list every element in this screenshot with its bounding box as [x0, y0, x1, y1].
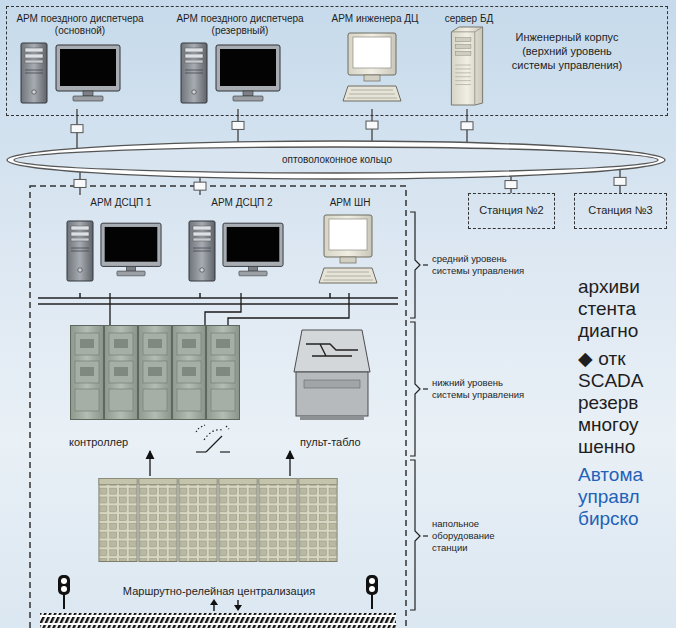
traffic-signal [58, 575, 70, 609]
control-panel-icon [294, 330, 370, 420]
node-label: оптоволоконное кольцо [6, 154, 668, 166]
level-label: напольное оборудование станции [432, 518, 532, 554]
network-switch [366, 121, 378, 129]
workstation: АРМ ДСЦП 2 [182, 195, 302, 293]
network-switch [71, 125, 83, 133]
local-bus [38, 293, 398, 304]
node-label: АРМ поездного диспетчера (резервный) [169, 11, 311, 37]
relay-cabinets [99, 478, 337, 561]
network-switch [461, 122, 473, 130]
node-label: Маршрутно-релейная централизация [90, 585, 348, 598]
switch-symbol [196, 425, 230, 452]
side-text: бирско [578, 508, 639, 530]
track-arrows [210, 599, 242, 611]
controller: контроллер [65, 325, 245, 451]
side-text: резерв [578, 392, 638, 414]
station-box: Станция №2 [468, 193, 555, 229]
side-text: архиви [578, 276, 640, 298]
node-label: АРМ ШН [302, 195, 398, 209]
side-text: многоу [578, 414, 639, 436]
node-label: контроллер [69, 436, 128, 449]
node-label: АРМ инженера ДЦ [319, 11, 431, 25]
network-switch [505, 181, 517, 189]
level-label: средний уровень системы управления [432, 253, 532, 277]
workstation: АРМ ШН [302, 195, 398, 293]
control-panel: пульт-табло [278, 325, 386, 451]
side-text: SCADA [578, 370, 643, 392]
node-label: Станция №2 [469, 194, 554, 217]
network-switch [232, 121, 244, 129]
station-computer-icons [67, 215, 377, 283]
side-text: управл [578, 486, 640, 508]
database-server: сервер БД [433, 11, 505, 109]
computer-icons [21, 27, 483, 105]
workstation: АРМ инженера ДЦ [319, 11, 431, 109]
station-frame [30, 186, 406, 628]
node-label: АРМ поездного диспетчера (основной) [9, 11, 151, 37]
fiber-ring: оптоволоконное кольцо [6, 140, 668, 180]
network-switch [194, 182, 206, 190]
traffic-signal [366, 575, 378, 609]
controller-cabinets [71, 326, 240, 420]
node-label: АРМ ДСЦП 2 [182, 195, 302, 209]
network-switch [74, 179, 86, 187]
node-label: АРМ ДСЦП 1 [60, 195, 182, 209]
side-text: стента [578, 298, 636, 320]
workstation: АРМ поездного диспетчера (основной) [9, 11, 151, 109]
side-text: ◆ отк [578, 348, 625, 370]
node-label: пульт-табло [300, 436, 361, 449]
node-label: Станция №3 [575, 194, 666, 217]
connector-line [149, 451, 150, 476]
side-text: шенно [578, 436, 635, 458]
relay-interlocking: Маршрутно-релейная централизация [90, 476, 348, 600]
railway-track [40, 613, 396, 628]
level-label: нижний уровень системы управления [432, 377, 532, 401]
connector-line [228, 293, 349, 325]
network-switch [614, 177, 626, 185]
side-text: диагно [578, 320, 638, 342]
level-brackets [410, 212, 428, 610]
workstation: АРМ поездного диспетчера (резервный) [169, 11, 311, 109]
workstation: АРМ ДСЦП 1 [60, 195, 182, 293]
building-frame: Инженерный корпус (верхний уровень систе… [6, 6, 668, 116]
node-label: Инженерный корпус (верхний уровень систе… [505, 31, 629, 72]
connector-line [109, 293, 110, 325]
connector-line [205, 293, 241, 325]
side-text: Автома [578, 464, 643, 486]
station-box: Станция №3 [574, 193, 667, 229]
connector-line [289, 451, 290, 476]
node-label: сервер БД [433, 11, 505, 25]
